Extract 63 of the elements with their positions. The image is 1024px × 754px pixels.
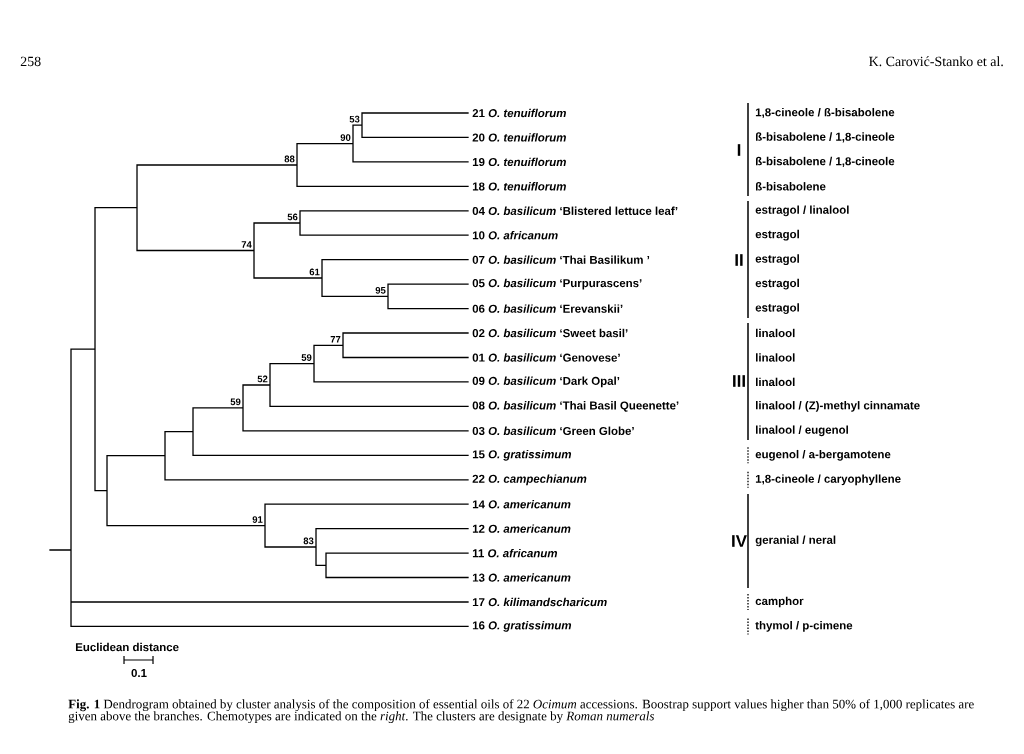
bootstrap-value: 83 bbox=[303, 537, 314, 545]
chemotype-label: estragol bbox=[755, 303, 799, 314]
taxon-label: 20 O. tenuiflorum bbox=[472, 133, 566, 142]
chemotype-label: 1,8-cineole / ß-bisabolene bbox=[755, 107, 895, 119]
axis-title: Euclidean distance bbox=[75, 642, 179, 652]
cluster-numeral: III bbox=[733, 375, 745, 387]
chemotype-label: ß-bisabolene / 1,8-cineole bbox=[756, 132, 895, 143]
taxon-label: 06 O. basilicum ‘Erevanskii’ bbox=[472, 304, 623, 313]
chemotype-label: estragol bbox=[755, 254, 799, 266]
taxon-label: 08 O. basilicum ‘Thai Basil Queenette’ bbox=[472, 401, 679, 412]
bootstrap-value: 95 bbox=[375, 287, 386, 294]
taxon-label: 03 O. basilicum ‘Green Globe’ bbox=[472, 426, 634, 435]
taxon-label: 01 O. basilicum ‘Genovese’ bbox=[472, 353, 620, 362]
chemotype-label: estragol / linalool bbox=[755, 205, 849, 217]
taxon-label: 02 O. basilicum ‘Sweet basil’ bbox=[472, 328, 628, 338]
chemotype-label: ß-bisabolene bbox=[756, 182, 826, 191]
bootstrap-value: 74 bbox=[241, 241, 252, 248]
chemotype-label: ß-bisabolene / 1,8-cineole bbox=[756, 156, 895, 167]
bootstrap-value: 56 bbox=[287, 213, 298, 221]
chemotype-label: 1,8-cineole / caryophyllene bbox=[755, 474, 901, 486]
taxon-label: 05 O. basilicum ‘Purpurascens’ bbox=[472, 278, 642, 290]
bootstrap-value: 91 bbox=[252, 516, 263, 523]
bootstrap-value: 77 bbox=[330, 336, 341, 343]
chemotype-label: linalool / eugenol bbox=[756, 425, 848, 437]
chemotype-label: thymol / p-cimene bbox=[755, 621, 853, 632]
cluster-numeral: IV bbox=[732, 535, 747, 547]
chemotype-label: linalool bbox=[756, 328, 795, 338]
taxon-label: 11 O. africanum bbox=[472, 548, 558, 558]
bootstrap-value: 88 bbox=[284, 155, 295, 163]
chemotype-label: linalool bbox=[756, 377, 795, 387]
taxon-label: 15 O. gratissimum bbox=[472, 449, 572, 461]
taxon-label: 07 O. basilicum ‘Thai Basilikum ’ bbox=[472, 255, 650, 264]
taxon-label: 16 O. gratissimum bbox=[472, 621, 572, 632]
taxon-label: 21 O. tenuiflorum bbox=[472, 108, 566, 118]
taxon-label: 22 O. campechianum bbox=[472, 474, 587, 486]
running-header: K. Carović-Stanko et al. bbox=[869, 56, 1003, 67]
bootstrap-value: 59 bbox=[230, 398, 241, 406]
taxon-label: 12 O. americanum bbox=[472, 524, 571, 533]
taxon-label: 13 O. americanum bbox=[472, 573, 571, 582]
figure-caption: Fig. 1 Dendrogram obtained by cluster analysis of the composition of essential oils of 22 Ocimum accessions. Boostrap support values higher than 50% of 1,000 replicates are given above the branches. Chemotypes are indicated on the right. The clusters are designate by Roman numerals bbox=[68, 699, 974, 724]
chemotype-label: camphor bbox=[755, 596, 804, 608]
chemotype-label: estragol bbox=[755, 229, 799, 241]
bootstrap-value: 53 bbox=[349, 115, 360, 123]
chemotype-label: eugenol / a-bergamotene bbox=[755, 449, 891, 461]
chemotype-label: estragol bbox=[755, 278, 799, 290]
page-number: 258 bbox=[20, 56, 41, 67]
chemotype-label: geranial / neral bbox=[755, 535, 836, 547]
taxon-label: 17 O. kilimandscharicum bbox=[472, 597, 607, 607]
taxon-label: 18 O. tenuiflorum bbox=[472, 182, 566, 191]
taxon-label: 09 O. basilicum ‘Dark Opal’ bbox=[472, 376, 620, 388]
taxon-label: 14 O. americanum bbox=[472, 500, 571, 509]
bootstrap-value: 61 bbox=[309, 268, 320, 276]
chemotype-label: linalool / (Z)-methyl cinnamate bbox=[756, 401, 920, 412]
scale-value: 0.1 bbox=[131, 668, 147, 678]
taxon-label: 19 O. tenuiflorum bbox=[472, 157, 566, 167]
bootstrap-value: 90 bbox=[340, 134, 351, 141]
cluster-numeral: II bbox=[735, 254, 743, 266]
bootstrap-value: 59 bbox=[301, 354, 312, 361]
bootstrap-value: 52 bbox=[257, 375, 268, 383]
chemotype-label: linalool bbox=[756, 353, 795, 362]
cluster-numeral: I bbox=[737, 144, 741, 156]
taxon-label: 04 O. basilicum ‘Blistered lettuce leaf’ bbox=[472, 206, 678, 215]
taxon-label: 10 O. africanum bbox=[472, 231, 558, 240]
